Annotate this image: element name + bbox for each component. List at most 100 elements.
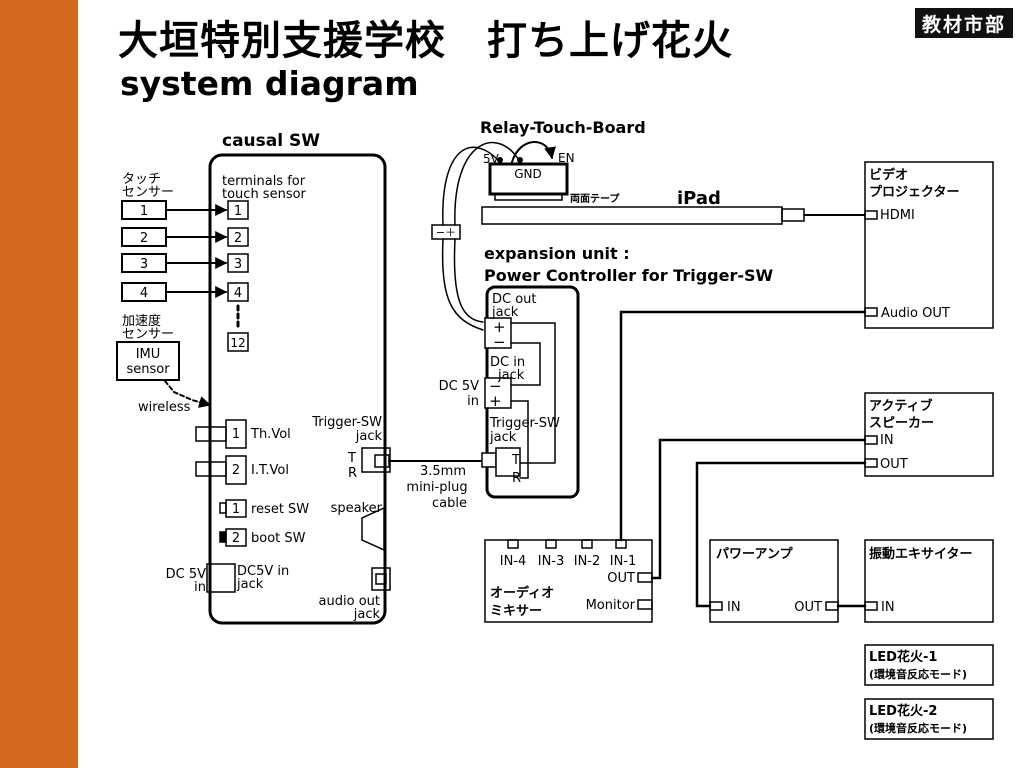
terminal-label-2: 2 (234, 231, 242, 246)
projector-hdmi-port (864, 210, 878, 220)
projector-title-1: ビデオ (869, 167, 908, 183)
projector-title-2: プロジェクター (869, 185, 959, 200)
causal-sw-title: causal SW (222, 131, 320, 151)
relay-5v-label: 5V (483, 152, 500, 166)
terminal-label-12: 12 (230, 336, 245, 350)
sensor-label-2: 2 (140, 231, 148, 246)
mixer-monitor-port (637, 599, 653, 610)
dc-in-plus: + (489, 392, 502, 410)
logo: 教材市部 (915, 8, 1013, 38)
exp-trigger-jack (495, 447, 521, 477)
mixer-in3-port (545, 539, 557, 549)
sensor-label-3: 3 (140, 257, 148, 272)
ipad-port (781, 208, 805, 222)
led2-box (864, 698, 994, 740)
dc-out-plus: + (493, 318, 506, 336)
relay-en-label: EN (558, 151, 575, 165)
ext-dc-label-2: in (467, 394, 479, 409)
exciter-box (864, 539, 994, 623)
causal-t-label: T (347, 451, 356, 466)
audio-jack-label-1: audio out (319, 594, 380, 609)
led2-sub: (環境音反応モード) (869, 721, 967, 735)
exp-trig-label-2: jack (489, 430, 517, 445)
tape-label: 両面テープ (570, 192, 620, 205)
terminal-3 (227, 253, 249, 273)
dc-out-minus: − (493, 333, 506, 351)
vol2-num: 2 (232, 463, 240, 478)
vol1-box (225, 419, 247, 449)
mixer-out-port (637, 572, 653, 583)
battery-wire-plus (453, 238, 484, 323)
amp-box (709, 539, 839, 623)
amp-in-port (709, 601, 723, 611)
active-speaker-box (864, 392, 994, 477)
vol2-label: I.T.Vol (251, 463, 289, 478)
projector-audio-port (864, 307, 878, 317)
causal-trigger-plug (374, 454, 390, 468)
terminal-12 (227, 332, 249, 352)
mixer-in3-label: IN-3 (538, 554, 565, 569)
audio-out-plug (375, 573, 387, 585)
led2-title: LED花火-2 (869, 703, 937, 719)
cable-label-1: 3.5mm (420, 464, 466, 479)
speaker-title-2: スピーカー (869, 416, 934, 431)
led1-title: LED花火-1 (869, 649, 937, 665)
speaker-label: speaker (331, 501, 383, 516)
projector-hdmi-label: HDMI (880, 208, 915, 223)
battery-wire-minus (441, 238, 484, 331)
boot-sw-box (225, 528, 247, 547)
cable-label-2: mini-plug (406, 480, 467, 495)
dc-in-jack (484, 377, 512, 409)
dc-out-jack (484, 317, 512, 349)
sidebar-bar (0, 0, 78, 768)
speaker-in-port (864, 435, 878, 445)
expansion-title-2: Power Controller for Trigger-SW (484, 266, 774, 285)
exciter-title: 振動エキサイター (869, 546, 972, 562)
touch-label-1: タッチ (122, 172, 161, 187)
sensor-label-4: 4 (140, 286, 148, 301)
terminals-label-2: touch sensor (222, 187, 307, 202)
causal-sw-box (208, 153, 387, 625)
mixer-in4-port (507, 539, 519, 549)
terminal-2 (227, 227, 249, 247)
mixer-to-speaker-cable (650, 438, 867, 580)
accel-label-1: 加速度 (122, 313, 161, 329)
mixer-title-2: ミキサー (490, 604, 542, 619)
dc-in-label-2: in (194, 580, 206, 595)
boot-sw-knob (219, 531, 227, 543)
mixer-in2-label: IN-2 (574, 554, 601, 569)
exp-wire-b (510, 342, 541, 386)
sw1-num: 1 (232, 502, 240, 517)
dc-in-label-1: DC 5V (166, 567, 206, 582)
dc-out-label-2: jack (491, 305, 519, 320)
imu-label-2: sensor (126, 362, 170, 377)
terminals-label-1: terminals for (222, 174, 306, 189)
expansion-title-1: expansion unit : (484, 244, 630, 263)
exciter-in-port (864, 601, 878, 611)
projector-audio-cable (619, 310, 867, 542)
amp-out-label: OUT (794, 600, 822, 615)
dc-jack-label-2: jack (236, 577, 264, 592)
battery-label: −＋ (436, 226, 456, 239)
audio-out-jack (371, 567, 391, 591)
reset-sw-box (225, 499, 247, 518)
page-title: 大垣特別支援学校 打ち上げ花火 (118, 18, 733, 64)
amp-title: パワーアンプ (716, 547, 794, 562)
vol1-num: 1 (232, 427, 240, 442)
led1-sub: (環境音反応モード) (869, 667, 967, 681)
exp-wire-c (510, 400, 529, 479)
touch-label-2: センサー (122, 185, 174, 200)
dc-in-jack-label-2: jack (497, 368, 525, 383)
cable-label-3: cable (432, 496, 467, 511)
relay-node-gnd (517, 157, 523, 163)
mixer-monitor-label: Monitor (586, 598, 636, 613)
speaker-shape (361, 506, 385, 552)
mixer-out-label: OUT (607, 571, 635, 586)
terminal-4 (227, 282, 249, 302)
vol2-box (225, 455, 247, 485)
terminal-label-3: 3 (234, 257, 242, 272)
dc-in-jack-label-1: DC in (490, 355, 525, 370)
accel-label-2: センサー (122, 327, 174, 342)
terminal-label-4: 4 (234, 286, 242, 301)
speaker-out-label: OUT (880, 457, 908, 472)
